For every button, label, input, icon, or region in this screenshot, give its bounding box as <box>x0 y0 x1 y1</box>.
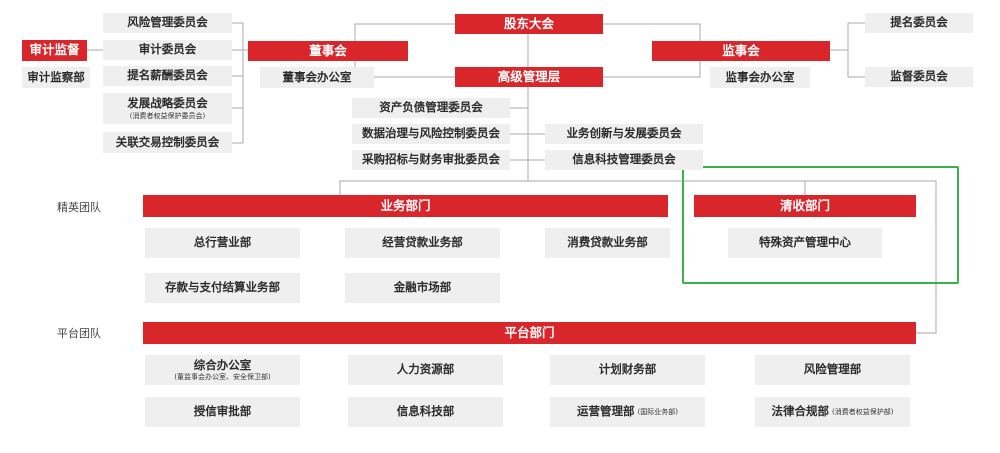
special-assets-box[interactable]: 特殊资产管理中心 <box>728 228 882 258</box>
supervisors-office-label: 监事会办公室 <box>725 69 795 84</box>
risk-committee-label: 风险管理委员会 <box>127 15 208 30</box>
operations-box[interactable]: 运营管理部(国际业务部) <box>550 397 705 427</box>
audit-committee-label: 审计委员会 <box>138 42 197 57</box>
shareholders-label: 股东大会 <box>503 15 554 31</box>
business-dept-header-label: 业务部门 <box>380 197 431 213</box>
related-trans-committee-label: 关联交易控制委员会 <box>115 134 220 149</box>
hr-label: 人力资源部 <box>396 362 455 377</box>
operations-note: (国际业务部) <box>637 407 678 416</box>
planning-finance-label: 计划财务部 <box>598 362 657 377</box>
supervisors-office-box[interactable]: 监事会办公室 <box>710 67 810 88</box>
operating-loans-label: 经营贷款业务部 <box>382 235 463 250</box>
head-office-label: 总行营业部 <box>193 235 252 250</box>
board-office-box[interactable]: 董事会办公室 <box>260 67 374 88</box>
alm-committee-label: 资产负债管理委员会 <box>379 100 483 115</box>
audit-supervision-box[interactable]: 审计监督 <box>22 40 87 61</box>
consumer-loans-box[interactable]: 消费贷款业务部 <box>545 228 670 258</box>
operating-loans-box[interactable]: 经营贷款业务部 <box>345 228 500 258</box>
platform-dept-header[interactable]: 平台部门 <box>143 322 916 344</box>
general-office-box[interactable]: 综合办公室 (董监事会办公室、安全保卫部) <box>145 355 300 385</box>
hr-box[interactable]: 人力资源部 <box>348 355 503 385</box>
shareholders-box[interactable]: 股东大会 <box>455 14 603 34</box>
board-box[interactable]: 董事会 <box>248 41 408 61</box>
highlight-frame <box>682 166 959 284</box>
legal-box[interactable]: 法律合规部(消费者权益保护部) <box>755 397 910 427</box>
board-label: 董事会 <box>309 42 347 58</box>
special-assets-label: 特殊资产管理中心 <box>759 235 851 250</box>
data-risk-committee-box[interactable]: 数据治理与风险控制委员会 <box>352 124 510 144</box>
deposits-payment-box[interactable]: 存款与支付结算业务部 <box>145 273 300 303</box>
credit-approval-label: 授信审批部 <box>193 404 252 419</box>
alm-committee-box[interactable]: 资产负债管理委员会 <box>352 98 510 118</box>
risk-committee-box[interactable]: 风险管理委员会 <box>103 13 232 33</box>
risk-mgmt-label: 风险管理部 <box>803 362 862 377</box>
senior-mgmt-box[interactable]: 高级管理层 <box>455 67 603 87</box>
board-office-label: 董事会办公室 <box>282 69 352 84</box>
consumer-loans-label: 消费贷款业务部 <box>567 235 648 250</box>
legal-label: 法律合规部 <box>771 404 830 419</box>
planning-finance-box[interactable]: 计划财务部 <box>550 355 705 385</box>
collection-dept-header-label: 清收部门 <box>779 197 830 213</box>
risk-mgmt-box[interactable]: 风险管理部 <box>755 355 910 385</box>
innovation-committee-label: 业务创新与发展委员会 <box>566 126 682 141</box>
it-dept-label: 信息科技部 <box>396 404 455 419</box>
general-office-note: (董监事会办公室、安全保卫部) <box>174 373 271 382</box>
credit-approval-box[interactable]: 授信审批部 <box>145 397 300 427</box>
operations-label: 运营管理部 <box>577 404 635 419</box>
business-dept-header[interactable]: 业务部门 <box>143 195 668 217</box>
elite-team-label: 精英团队 <box>57 201 101 214</box>
nomination-committee-label: 提名委员会 <box>890 15 948 30</box>
head-office-box[interactable]: 总行营业部 <box>145 228 300 258</box>
supervisors-label: 监事会 <box>722 42 760 58</box>
senior-mgmt-label: 高级管理层 <box>497 68 561 84</box>
it-committee-box[interactable]: 信息科技管理委员会 <box>545 150 703 170</box>
audit-supervision-label: 审计监督 <box>29 42 80 58</box>
financial-markets-box[interactable]: 金融市场部 <box>345 273 500 303</box>
general-office-label: 综合办公室 <box>193 357 252 372</box>
deposits-payment-label: 存款与支付结算业务部 <box>165 280 280 295</box>
it-committee-label: 信息科技管理委员会 <box>572 152 676 167</box>
procurement-committee-label: 采购招标与财务审批委员会 <box>362 152 500 167</box>
procurement-committee-box[interactable]: 采购招标与财务审批委员会 <box>352 150 510 170</box>
data-risk-committee-label: 数据治理与风险控制委员会 <box>362 126 500 141</box>
nomination-comp-committee-label: 提名薪酬委员会 <box>127 68 208 83</box>
supervisors-box[interactable]: 监事会 <box>652 41 830 61</box>
audit-supervision-dept-box[interactable]: 审计监察部 <box>22 67 90 88</box>
strategy-committee-note: (消费者权益保护委员会) <box>129 111 206 120</box>
legal-note: (消费者权益保护部) <box>832 407 894 416</box>
nomination-comp-committee-box[interactable]: 提名薪酬委员会 <box>103 66 232 86</box>
supervision-committee-box[interactable]: 监督委员会 <box>865 67 973 87</box>
nomination-committee-box[interactable]: 提名委员会 <box>865 13 973 33</box>
innovation-committee-box[interactable]: 业务创新与发展委员会 <box>545 124 703 144</box>
strategy-committee-label: 发展战略委员会 <box>127 96 208 111</box>
platform-dept-header-label: 平台部门 <box>504 324 555 340</box>
financial-markets-label: 金融市场部 <box>393 280 452 295</box>
platform-team-label: 平台团队 <box>57 327 101 340</box>
collection-dept-header[interactable]: 清收部门 <box>694 195 916 217</box>
supervision-committee-label: 监督委员会 <box>890 69 948 84</box>
audit-supervision-dept-label: 审计监察部 <box>27 69 85 84</box>
audit-committee-box[interactable]: 审计委员会 <box>103 40 232 60</box>
it-dept-box[interactable]: 信息科技部 <box>348 397 503 427</box>
strategy-committee-box[interactable]: 发展战略委员会 (消费者权益保护委员会) <box>103 93 232 124</box>
related-trans-committee-box[interactable]: 关联交易控制委员会 <box>103 132 232 153</box>
